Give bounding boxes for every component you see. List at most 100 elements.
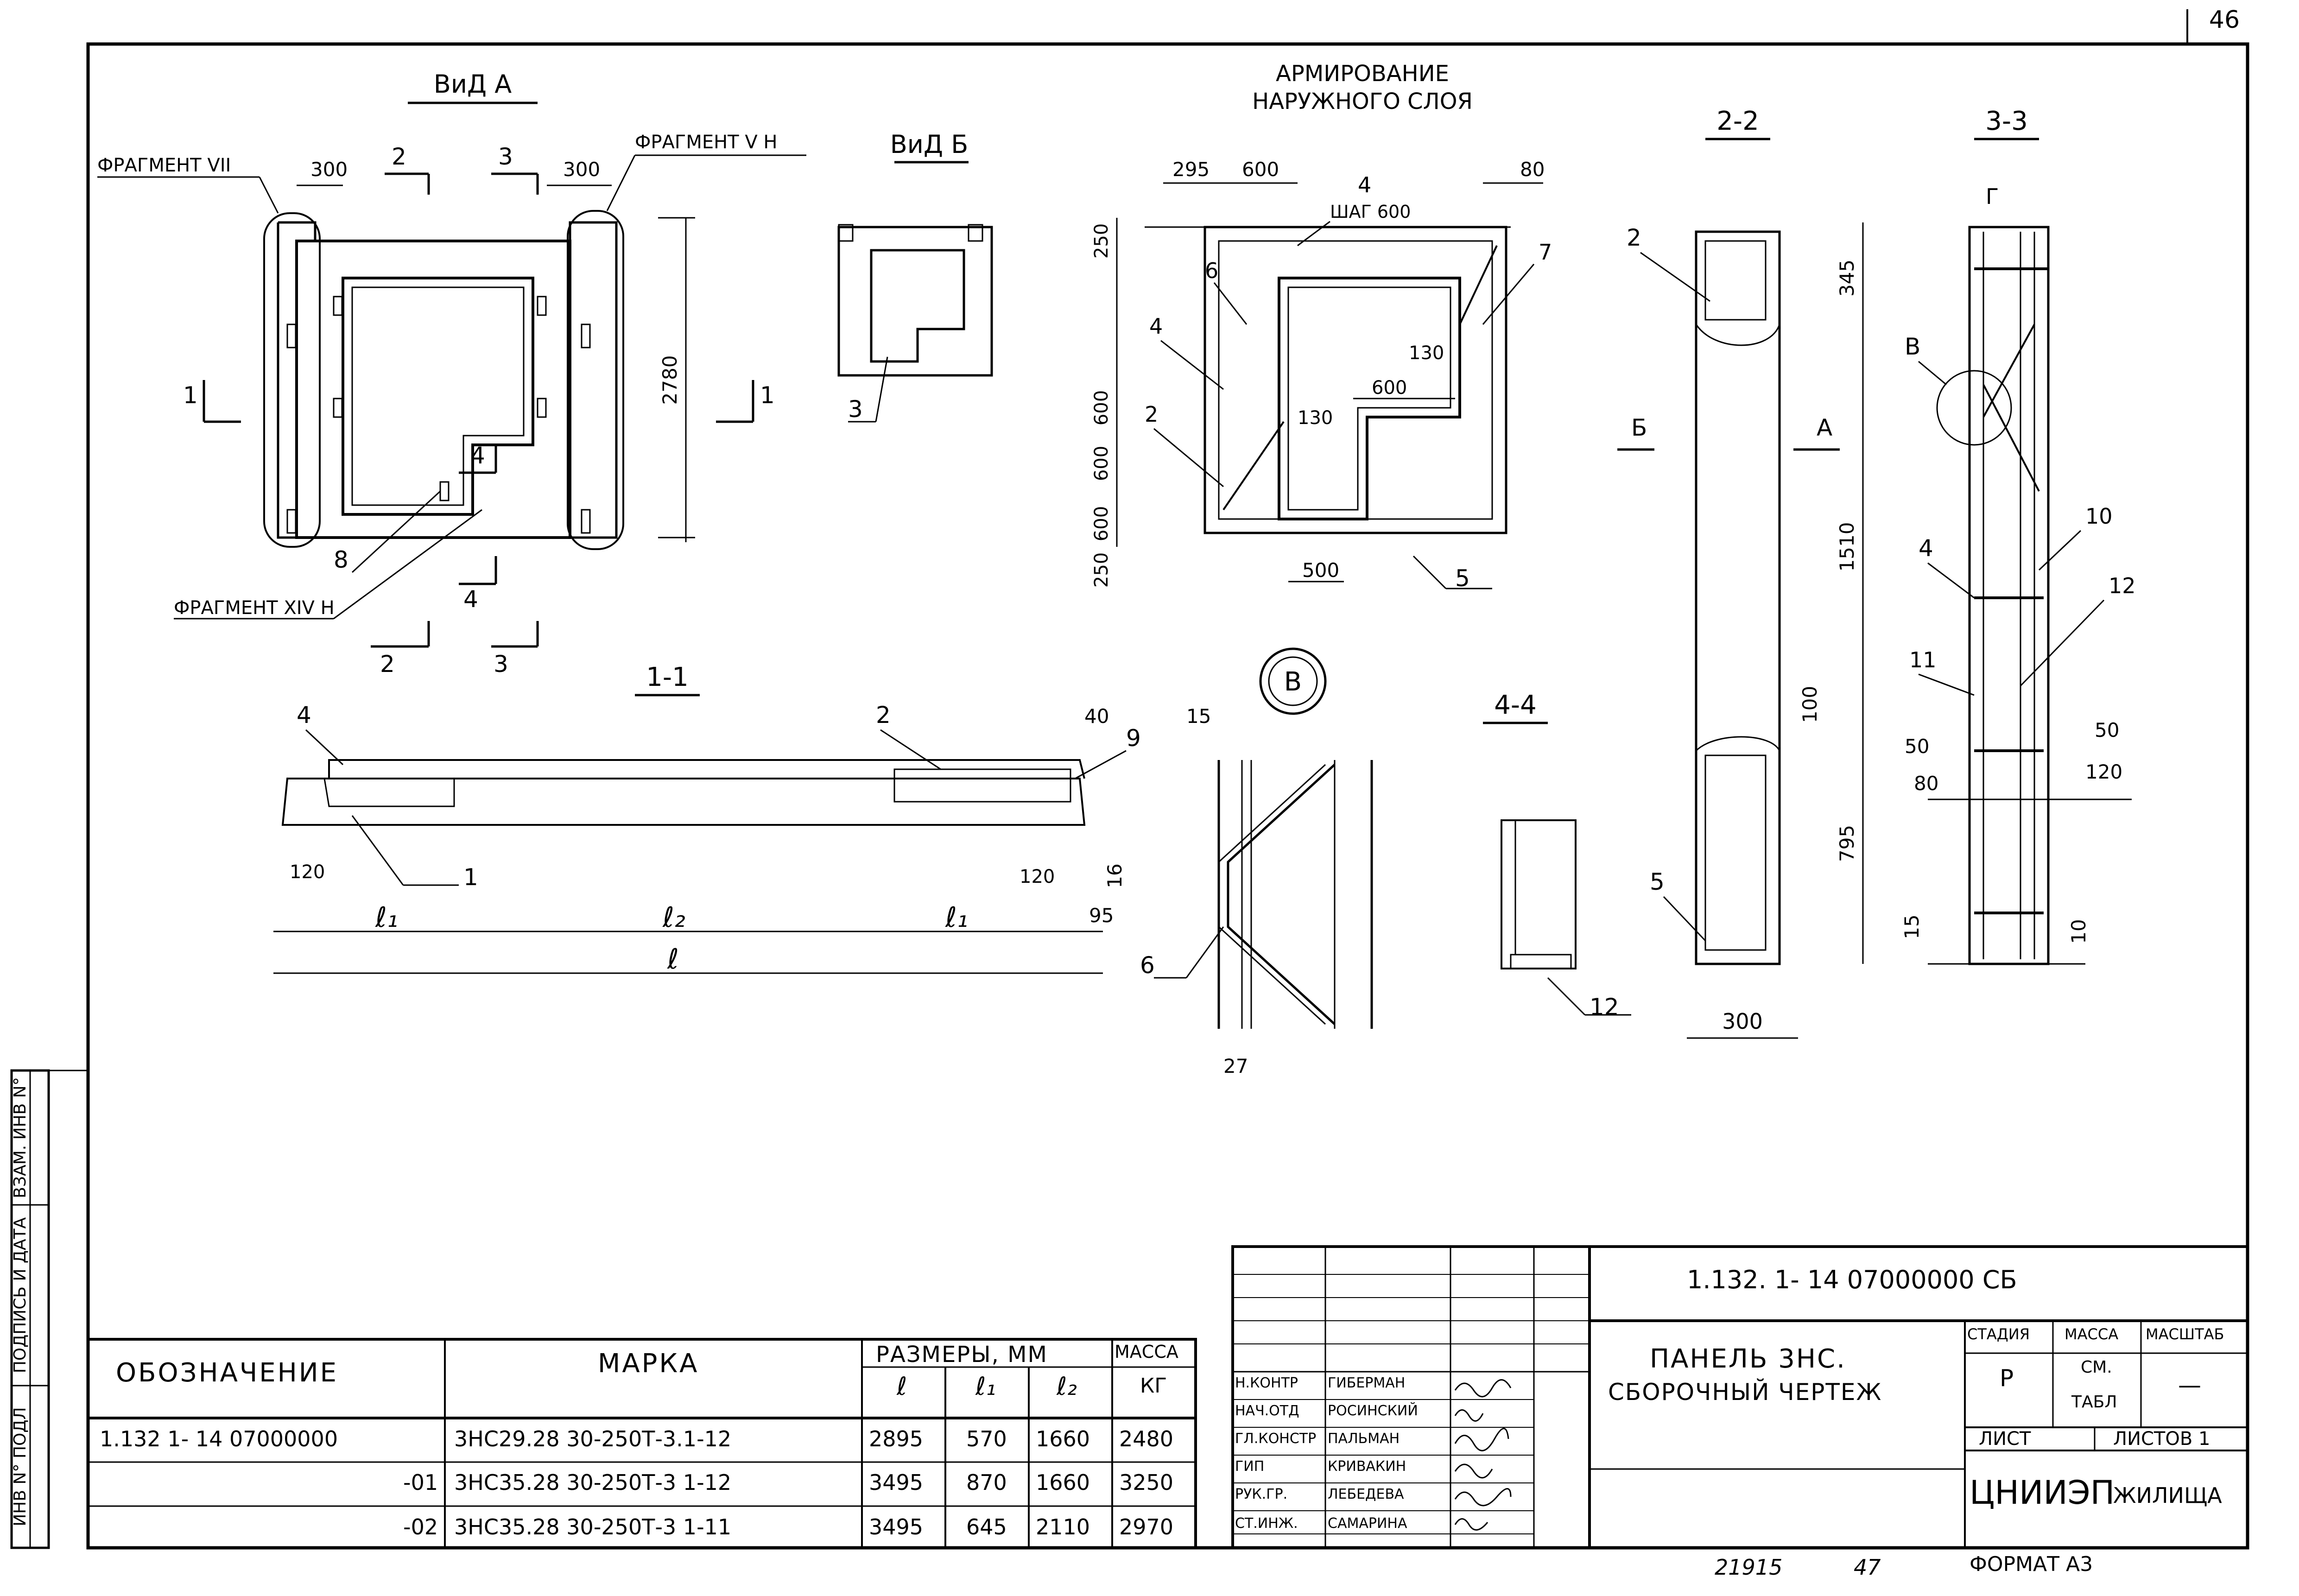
va-d300a: 300 xyxy=(310,158,348,181)
s22-lb: Б xyxy=(1631,414,1647,441)
section-4-4: 4-4 12 xyxy=(1483,690,1631,1020)
spec-row-3-designation: -02 xyxy=(403,1514,438,1539)
arm-d600e: 600 xyxy=(1091,506,1112,541)
side-stamp: ВЗАМ. ИНВ N° ПОДПИСЬ И ДАТА ИНВ N° ПОДЛ xyxy=(10,1069,88,1549)
spec-row-2-designation: -01 xyxy=(403,1470,438,1495)
signature-4 xyxy=(1454,1463,1493,1479)
signature-1 xyxy=(1454,1379,1512,1398)
s33-c10: 10 xyxy=(2085,504,2113,529)
arm-d130b: 130 xyxy=(1298,407,1333,429)
s11-c4: 4 xyxy=(297,702,311,728)
spec-row-3-l2: 2110 xyxy=(1036,1514,1090,1539)
sec-3-3-title: 3-3 xyxy=(1985,106,2027,136)
arm-c4: 4 xyxy=(1358,172,1371,197)
spec-header-sizes: РАЗМЕРЫ, ММ xyxy=(876,1342,1048,1368)
tb-scale-header: МАСШТАБ xyxy=(2146,1325,2224,1343)
spec-header-mass: МАССА xyxy=(1115,1342,1178,1362)
s33-cb: В xyxy=(1905,333,1920,360)
arm-c4b: 4 xyxy=(1149,314,1163,339)
spec-header-l2: ℓ₂ xyxy=(1057,1372,1077,1401)
staff-name-5: ЛЕБЕДЕВА xyxy=(1328,1486,1404,1502)
tb-org2: ЖИЛИЩА xyxy=(2113,1483,2222,1508)
tb-stage-header: СТАДИЯ xyxy=(1967,1325,2030,1343)
s11-d95: 95 xyxy=(1089,904,1114,927)
va-c8: 8 xyxy=(334,546,348,573)
spec-row-3-mass: 2970 xyxy=(1119,1514,1174,1539)
s33-d80: 80 xyxy=(1914,772,1938,795)
s11-d120b: 120 xyxy=(1020,866,1055,887)
arm-title-2: НАРУЖНОГО СЛОЯ xyxy=(1252,89,1473,114)
arm-title-1: АРМИРОВАНИЕ xyxy=(1276,61,1449,87)
s11-d120a: 120 xyxy=(290,861,325,883)
view-a: ВиД А 300 300 2780 2 3 xyxy=(97,70,806,678)
spec-row-2-mass: 3250 xyxy=(1119,1470,1174,1495)
stamp-inv: ИНВ N° ПОДЛ xyxy=(11,1407,30,1526)
arm-c7: 7 xyxy=(1539,240,1552,265)
s22-d300: 300 xyxy=(1722,1009,1763,1034)
s22-d795: 795 xyxy=(1836,825,1858,862)
staff-role-1: Н.КОНТР xyxy=(1235,1375,1298,1391)
s33-d120: 120 xyxy=(2085,760,2122,783)
sec-4-4-title: 4-4 xyxy=(1494,690,1536,720)
s11-l2: ℓ₂ xyxy=(662,901,685,934)
section-1-1: 1-1 4 2 40 9 1 120 120 16 ℓ₁ ℓ₂ ℓ₁ 95 ℓ xyxy=(273,662,1141,975)
tb-mass-1: СМ. xyxy=(2081,1358,2112,1377)
db-c6: 6 xyxy=(1140,952,1155,979)
spec-row-1-l1: 570 xyxy=(966,1426,1007,1451)
s22-la: А xyxy=(1817,414,1832,441)
s11-c9: 9 xyxy=(1126,725,1141,752)
sheet-frame xyxy=(86,42,2249,1550)
va-c2: 2 xyxy=(392,143,406,170)
spec-header-l1: ℓ₁ xyxy=(975,1372,996,1401)
va-d300b: 300 xyxy=(563,158,600,181)
s11-l1b: ℓ₁ xyxy=(945,901,968,934)
s11-l1a: ℓ₁ xyxy=(375,901,398,934)
db-d15: 15 xyxy=(1186,705,1211,728)
s33-cr: Г xyxy=(1986,184,1999,209)
staff-role-5: РУК.ГР. xyxy=(1235,1486,1288,1502)
va-c4b: 4 xyxy=(463,586,478,613)
arm-d295: 295 xyxy=(1172,158,1210,181)
stamp-podpis: ПОДПИСЬ И ДАТА xyxy=(11,1217,30,1373)
title-block xyxy=(1231,1245,2249,1549)
section-3-3: 3-3 Г В 4 10 12 11 50 50 80 120 15 10 xyxy=(1900,106,2136,965)
staff-name-4: КРИВАКИН xyxy=(1328,1458,1406,1475)
s33-d50b: 50 xyxy=(2095,719,2119,741)
signature-6 xyxy=(1454,1518,1488,1531)
arm-c2: 2 xyxy=(1145,402,1158,427)
spec-header-mark: МАРКА xyxy=(598,1349,699,1379)
spec-row-1-mass: 2480 xyxy=(1119,1426,1174,1451)
arm-d250b: 250 xyxy=(1091,552,1112,588)
sheet-number: 46 xyxy=(2209,6,2240,34)
vb-c3: 3 xyxy=(848,396,863,423)
frag-vii: ФРАГМЕНТ VII xyxy=(97,155,231,176)
staff-name-6: САМАРИНА xyxy=(1328,1515,1407,1532)
arm-d250: 250 xyxy=(1091,223,1112,259)
spec-row-1-l: 2895 xyxy=(869,1426,924,1451)
arm-d80: 80 xyxy=(1520,158,1545,181)
spec-header-designation: ОБОЗНАЧЕНИЕ xyxy=(116,1358,339,1388)
va-c4: 4 xyxy=(470,442,485,469)
s22-c5: 5 xyxy=(1650,868,1665,895)
doc-title-2: СБОРОЧНЫЙ ЧЕРТЕЖ xyxy=(1608,1379,1882,1406)
tb-stage: Р xyxy=(2000,1365,2014,1392)
s33-d10: 10 xyxy=(2067,919,2090,944)
arm-d600c: 600 xyxy=(1091,390,1112,425)
va-c2b: 2 xyxy=(380,651,395,678)
db-d27: 27 xyxy=(1223,1055,1248,1077)
staff-role-6: СТ.ИНЖ. xyxy=(1235,1515,1298,1532)
va-c1: 1 xyxy=(183,382,198,409)
tb-sheets: ЛИСТОВ 1 xyxy=(2113,1428,2210,1450)
staff-name-2: РОСИНСКИЙ xyxy=(1328,1403,1418,1419)
spec-header-l: ℓ xyxy=(897,1372,907,1401)
detail-b-mark: В xyxy=(1284,667,1302,697)
doc-title-1: ПАНЕЛЬ 3НС. xyxy=(1650,1344,1846,1374)
arm-d500: 500 xyxy=(1302,559,1339,582)
s22-d345: 345 xyxy=(1836,260,1858,297)
staff-name-1: ГИБЕРМАН xyxy=(1328,1375,1406,1391)
arm-d130a: 130 xyxy=(1409,342,1444,364)
tb-org: ЦНИИЭП xyxy=(1970,1474,2115,1512)
va-d2780: 2780 xyxy=(659,355,681,405)
arm-d600b: 600 xyxy=(1372,377,1407,399)
